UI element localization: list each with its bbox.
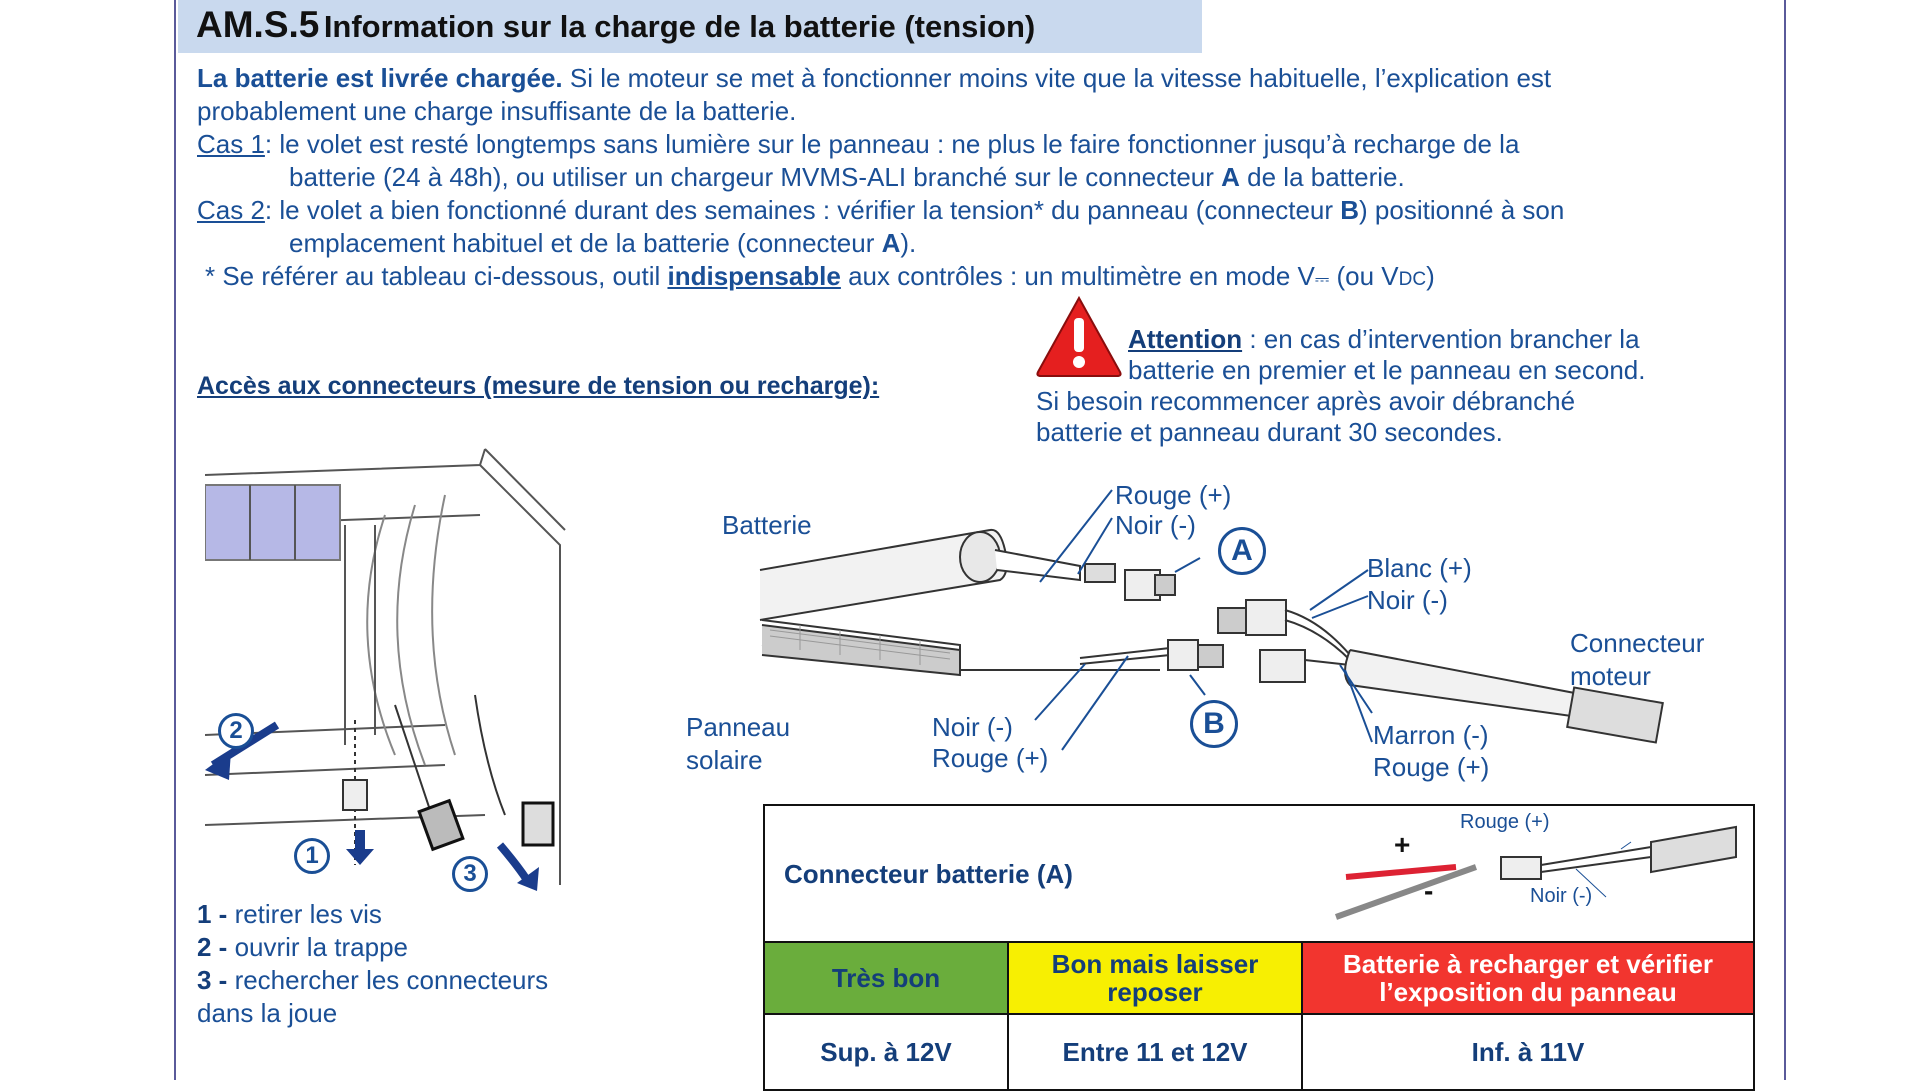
label-marron: Marron (-) [1373, 720, 1489, 750]
status-good-rest: Bon mais laisser reposer [1007, 941, 1303, 1015]
step-3-cont: dans la joue [197, 997, 548, 1030]
connector-b-marker: B [1190, 700, 1238, 748]
attention-line-1: Attention : en cas d’intervention branch… [1128, 324, 1640, 354]
cas2-text-1c: ) positionné à son [1359, 195, 1565, 225]
label-connecteur: Connecteur [1570, 628, 1705, 658]
step-2-marker: 2 [218, 713, 254, 749]
label-noir-3: Noir (-) [932, 712, 1013, 742]
status-very-good: Très bon [763, 941, 1009, 1015]
title-bar [178, 0, 1202, 53]
battery-voltage-table: Connecteur batterie (A) + - Rouge (+) No… [763, 804, 1755, 1091]
attention-label: Attention [1128, 324, 1243, 354]
label-blanc: Blanc (+) [1367, 553, 1472, 583]
attention-line-3: Si besoin recommencer après avoir débran… [1036, 386, 1576, 416]
table-header-cell: Connecteur batterie (A) + - Rouge (+) No… [763, 804, 1755, 943]
attention-line-2: batterie en premier et le panneau en sec… [1128, 355, 1646, 385]
step-3: 3 - rechercher les connecteurs [197, 964, 548, 997]
status-recharge-l2: l’exposition du panneau [1379, 977, 1677, 1007]
connector-a-marker: A [1218, 527, 1266, 575]
section-title: Information sur la charge de la batterie… [323, 9, 1036, 44]
cas2-text-2c: ). [900, 228, 917, 258]
step-1: 1 - retirer les vis [197, 898, 548, 931]
cas1-connector: A [1221, 162, 1240, 192]
page-frame [174, 0, 1786, 1080]
cas1-text-2a: batterie (24 à 48h), ou utiliser un char… [289, 162, 1222, 192]
attention-text-1: : en cas d’intervention brancher la [1242, 324, 1640, 354]
note-line: * Se référer au tableau ci-dessous, outi… [205, 260, 1435, 296]
section-code: AM.S.5 [196, 4, 320, 45]
label-batterie: Batterie [722, 510, 812, 540]
value-recharge: Inf. à 11V [1301, 1013, 1755, 1091]
status-recharge-l1: Batterie à recharger et vérifier [1343, 949, 1713, 979]
probe-noir-label: Noir (-) [1530, 885, 1593, 907]
label-solaire: solaire [686, 745, 763, 775]
cas2-line-2: emplacement habituel et de la batterie (… [289, 227, 916, 260]
step-3-text-2: dans la joue [197, 998, 338, 1028]
cas2-text-2a: emplacement habituel et de la batterie (… [289, 228, 882, 258]
multimeter-probe-diagram [1334, 825, 1737, 920]
step-3-marker: 3 [452, 856, 488, 892]
table-status-row: Très bon Bon mais laisser reposer Batter… [763, 941, 1755, 1015]
status-good-rest-l1: Bon mais laisser [1051, 949, 1259, 979]
connector-a-header: Connecteur batterie (A) [784, 859, 1073, 889]
intro-text-1: Si le moteur se met à fonctionner moins … [562, 63, 1552, 93]
access-title: Accès aux connecteurs (mesure de tension… [197, 372, 880, 400]
step-2-text: ouvrir la trappe [227, 932, 408, 962]
cas1-text-1: : le volet est resté longtemps sans lumi… [264, 129, 1520, 159]
probe-plus: + [1394, 829, 1411, 860]
cas2-connector-b: B [1340, 195, 1360, 225]
cas1-line-2: batterie (24 à 48h), ou utiliser un char… [289, 161, 1405, 194]
status-good-rest-l2: reposer [1107, 977, 1203, 1007]
label-rouge-3: Rouge (+) [932, 743, 1049, 773]
note-a: * Se référer au tableau ci-dessous, outi… [205, 261, 668, 291]
label-noir-2: Noir (-) [1367, 585, 1448, 615]
table-value-row: Sup. à 12V Entre 11 et 12V Inf. à 11V [763, 1013, 1755, 1091]
step-3-text: rechercher les connecteurs [227, 965, 549, 995]
probe-minus: - [1424, 875, 1434, 906]
note-dc: DC [1398, 269, 1427, 290]
step-2-num: 2 - [197, 932, 228, 962]
step-3-num: 3 - [197, 965, 228, 995]
wiring-diagram [759, 489, 1664, 751]
label-moteur: moteur [1570, 661, 1651, 691]
note-e: (ou V [1329, 261, 1399, 291]
cas2-line-1: Cas 2: le volet a bien fonctionné durant… [197, 194, 1564, 227]
note-g: ) [1426, 261, 1435, 291]
label-panneau: Panneau [686, 712, 791, 742]
probe-rouge-label: Rouge (+) [1460, 811, 1550, 833]
step-2: 2 - ouvrir la trappe [197, 931, 548, 964]
page-title: AM.S.5 Information sur la charge de la b… [196, 4, 1035, 46]
warning-icon [1036, 295, 1122, 377]
label-rouge-plus: Rouge (+) [1115, 480, 1232, 510]
status-recharge: Batterie à recharger et vérifier l’expos… [1301, 941, 1755, 1015]
cas2-connector-a: A [881, 228, 901, 258]
intro-bold: La batterie est livrée chargée. [197, 63, 563, 93]
dc-symbol: ⎓ [1314, 269, 1330, 289]
cas1-text-2c: de la batterie. [1239, 162, 1405, 192]
value-very-good: Sup. à 12V [763, 1013, 1009, 1091]
cas1-line-1: Cas 1: le volet est resté longtemps sans… [197, 128, 1519, 161]
step-1-text: retirer les vis [227, 899, 382, 929]
table-header-row: Connecteur batterie (A) + - Rouge (+) No… [763, 804, 1755, 943]
cas2-text-1a: : le volet a bien fonctionné durant des … [264, 195, 1341, 225]
roller-shutter-illustration [205, 448, 566, 891]
cas2-label: Cas 2 [197, 195, 265, 225]
step-1-num: 1 - [197, 899, 228, 929]
intro-line-1: La batterie est livrée chargée. Si le mo… [197, 62, 1551, 95]
intro-line-2: probablement une charge insuffisante de … [197, 96, 797, 126]
note-c: aux contrôles : un multimètre en mode V [840, 261, 1315, 291]
label-noir-minus: Noir (-) [1115, 510, 1196, 540]
value-good-rest: Entre 11 et 12V [1007, 1013, 1303, 1091]
label-rouge-4: Rouge (+) [1373, 752, 1490, 782]
steps-list: 1 - retirer les vis 2 - ouvrir la trappe… [197, 898, 548, 1030]
cas1-label: Cas 1 [197, 129, 265, 159]
step-1-marker: 1 [294, 838, 330, 874]
attention-line-4: batterie et panneau durant 30 secondes. [1036, 417, 1503, 447]
note-indispensable: indispensable [667, 261, 841, 291]
